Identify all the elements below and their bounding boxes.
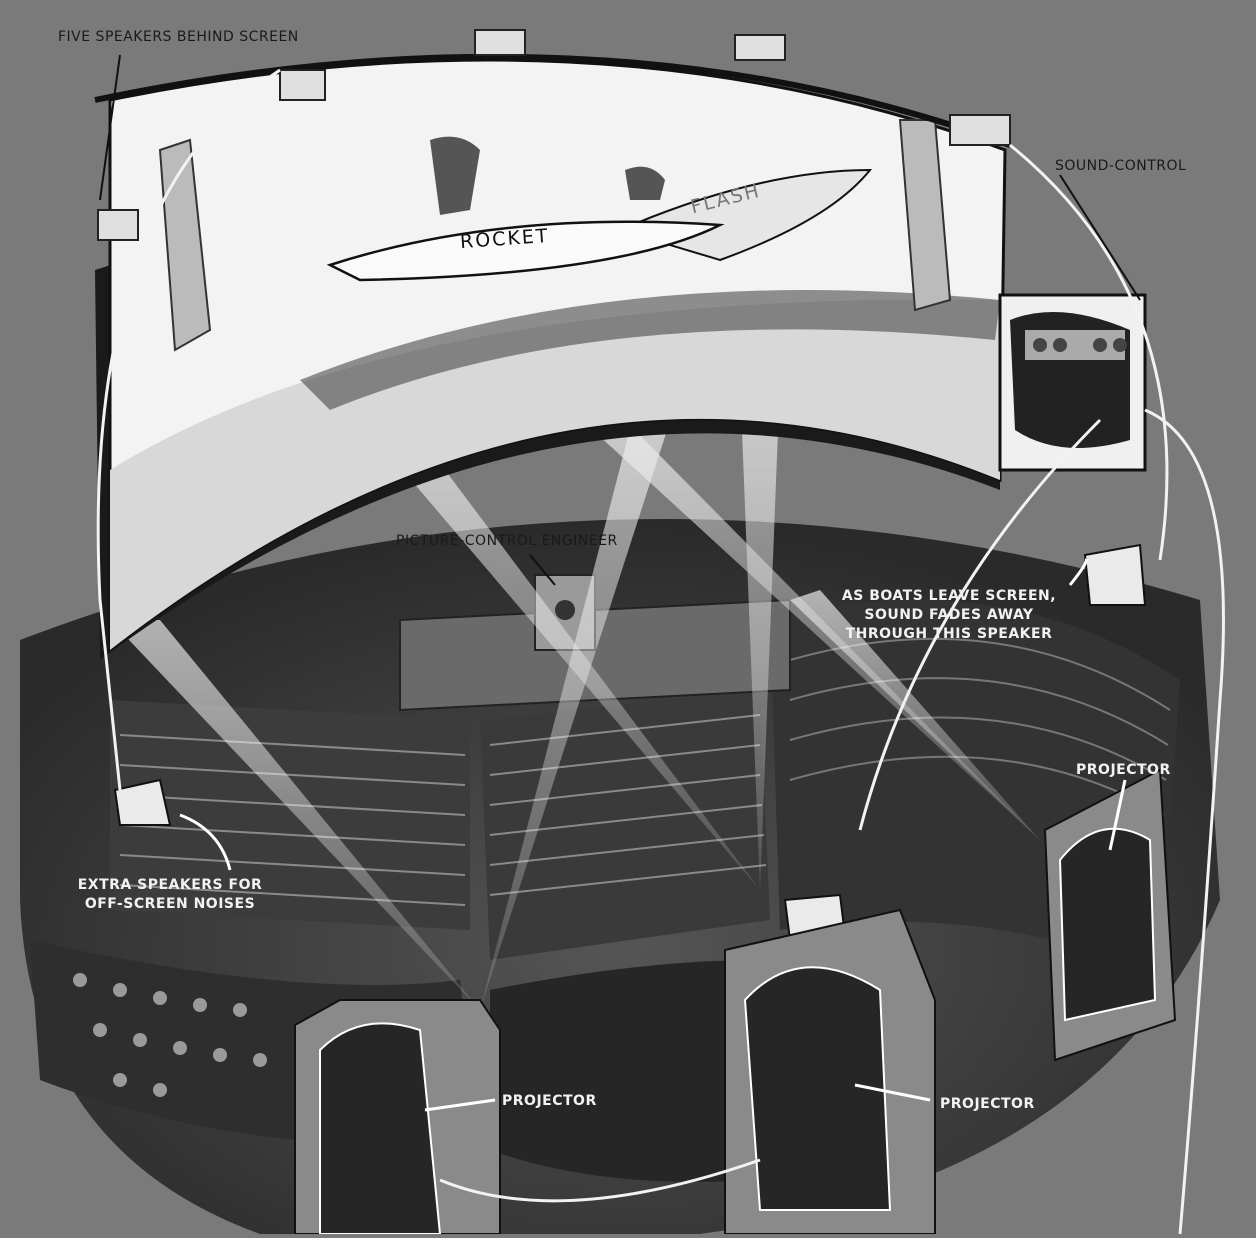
label-line: EXTRA SPEAKERS FOR	[77, 877, 263, 893]
sound-control-box	[998, 293, 1147, 472]
label-line: THROUGH THIS SPEAKER	[845, 626, 1053, 642]
label-sound-control: SOUND-CONTROL	[1055, 158, 1187, 174]
screen-speakers	[97, 29, 1011, 241]
projection-beams	[110, 380, 1040, 1010]
label-boats-leave-screen: AS BOATS LEAVE SCREEN, SOUND FADES AWAY …	[826, 587, 1072, 644]
label-projector-center: PROJECTOR	[940, 1096, 1035, 1112]
label-five-speakers: FIVE SPEAKERS BEHIND SCREEN	[58, 29, 299, 45]
label-projector-left: PROJECTOR	[502, 1093, 597, 1109]
label-projector-right: PROJECTOR	[1076, 762, 1171, 778]
label-line: OFF-SCREEN NOISES	[84, 896, 256, 912]
label-line: AS BOATS LEAVE SCREEN,	[841, 588, 1057, 604]
label-arrows	[99, 54, 1141, 586]
label-extra-speakers: EXTRA SPEAKERS FOR OFF-SCREEN NOISES	[72, 876, 268, 914]
label-line: SOUND FADES AWAY	[864, 607, 1034, 623]
boats-illustration	[326, 136, 873, 282]
speaker-wires	[96, 68, 1225, 1235]
label-picture-control-engineer: PICTURE-CONTROL ENGINEER	[396, 533, 618, 549]
projector-booths	[294, 768, 1177, 1235]
side-speakers	[113, 543, 1147, 942]
